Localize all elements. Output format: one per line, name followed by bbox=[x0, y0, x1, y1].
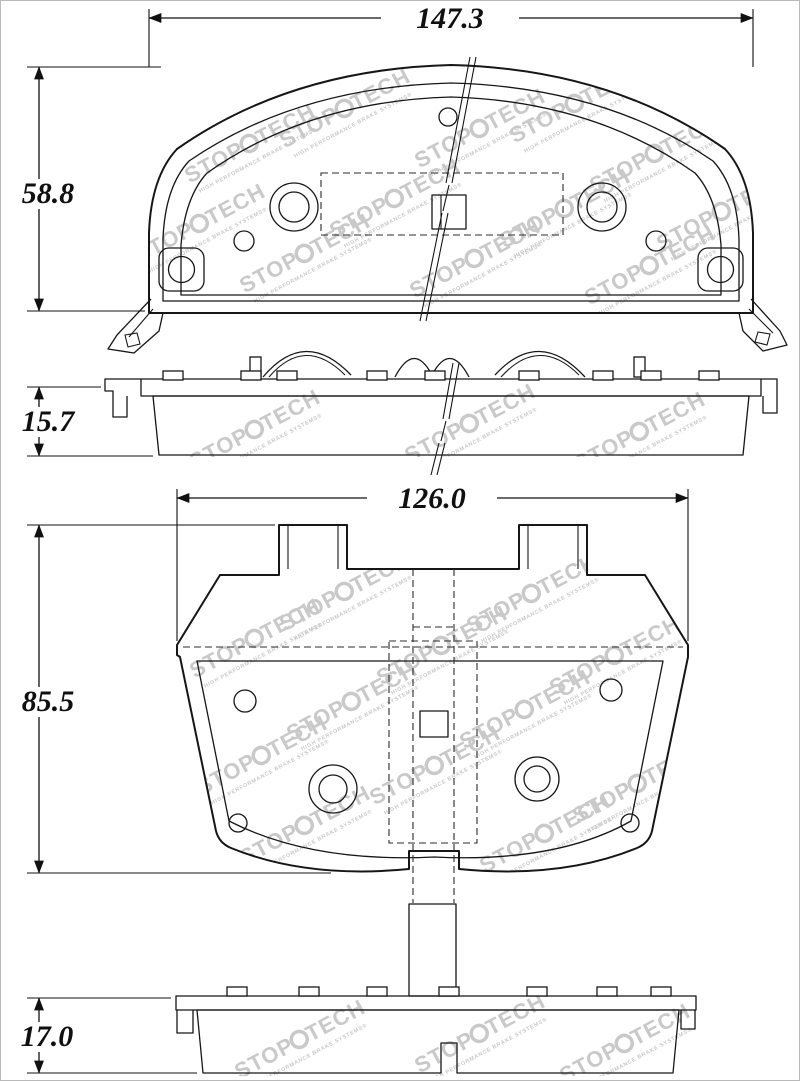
dimension-pad2-thickness: 17.0 bbox=[9, 997, 197, 1074]
pad1-left-lug-hole bbox=[167, 255, 196, 284]
pad2-side-view bbox=[175, 986, 697, 1074]
pad1-rivet-hole-left-inner bbox=[278, 191, 310, 223]
pad1-left-ear bbox=[107, 298, 164, 354]
pad1-right-ear bbox=[738, 298, 788, 352]
side1-watermark-layer bbox=[183, 379, 716, 457]
dim-label-58-8: 58.8 bbox=[22, 177, 75, 210]
pad1-rivet-hole-right-outer bbox=[577, 182, 627, 232]
pad2-front-view bbox=[176, 524, 689, 997]
pad1-left-lug-pocket bbox=[158, 247, 205, 292]
pad1-rivet-hole-right-inner bbox=[586, 191, 618, 223]
pad1-right-bracket bbox=[761, 378, 778, 414]
dim-label-15-7: 15.7 bbox=[22, 405, 76, 438]
pad2-rivet-hole-left-outer bbox=[308, 764, 358, 814]
pad2-right-tab-detail bbox=[527, 525, 579, 569]
dim-label-17-0: 17.0 bbox=[21, 1020, 74, 1053]
pad1-plate-buttons bbox=[162, 370, 720, 381]
pad1-right-lug-hole bbox=[706, 255, 735, 284]
pad1-front-view bbox=[107, 56, 788, 354]
pad2-small-hole-bottomleft bbox=[228, 813, 248, 833]
pad2-rivet-hole-left-inner bbox=[318, 774, 348, 804]
side2-watermark-layer bbox=[228, 996, 696, 1076]
pad2-left-bracket bbox=[176, 1010, 194, 1034]
pad2-left-tab-detail bbox=[287, 525, 339, 569]
dimension-pad2-height: 85.5 bbox=[11, 524, 331, 874]
pad2-small-hole-bottomright bbox=[620, 813, 640, 833]
pad2-plate-buttons bbox=[226, 986, 672, 997]
pad1-center-slot bbox=[431, 194, 467, 230]
dimension-pad1-height: 58.8 bbox=[11, 66, 161, 312]
pad1-side-view bbox=[104, 350, 778, 476]
pad1-friction-material bbox=[152, 395, 750, 456]
pad1-rivet-hole-left-outer bbox=[269, 182, 319, 232]
pad1-left-bracket bbox=[104, 378, 141, 418]
pad1-break-lines bbox=[419, 56, 477, 322]
dim-label-85-5: 85.5 bbox=[22, 685, 75, 718]
pad2-center-post bbox=[408, 903, 457, 997]
dim-label-147-3: 147.3 bbox=[416, 2, 484, 35]
pad2-right-bracket bbox=[680, 1010, 696, 1030]
pad1-clip-end-right bbox=[633, 356, 646, 378]
pad2-small-hole-topright bbox=[599, 678, 623, 702]
pad1-right-lug-pocket bbox=[697, 247, 744, 292]
pad1-small-hole-right bbox=[645, 230, 667, 252]
dimension-pad1-thickness: 15.7 bbox=[11, 386, 153, 457]
dimension-pad2-width: 126.0 bbox=[176, 482, 689, 641]
pad2-rivet-hole-right-inner bbox=[523, 765, 551, 793]
pad2-friction-material bbox=[196, 1009, 680, 1074]
pad2-center-guide bbox=[183, 569, 683, 903]
dimension-pad1-width: 147.3 bbox=[148, 2, 754, 67]
pad1-spring-clips bbox=[249, 350, 646, 378]
pad1-top-center-hole bbox=[438, 107, 458, 127]
dim-label-126-0: 126.0 bbox=[398, 482, 466, 515]
pad2-small-hole-topleft bbox=[233, 689, 257, 713]
pad1-shim-outline bbox=[320, 172, 564, 236]
pad2-backing-plate bbox=[175, 995, 697, 1011]
pad1-small-hole-left bbox=[233, 230, 255, 252]
pad1-backing-plate bbox=[140, 378, 762, 397]
side1-break-lines bbox=[430, 362, 460, 476]
pad2-rivet-hole-right-outer bbox=[514, 756, 560, 802]
